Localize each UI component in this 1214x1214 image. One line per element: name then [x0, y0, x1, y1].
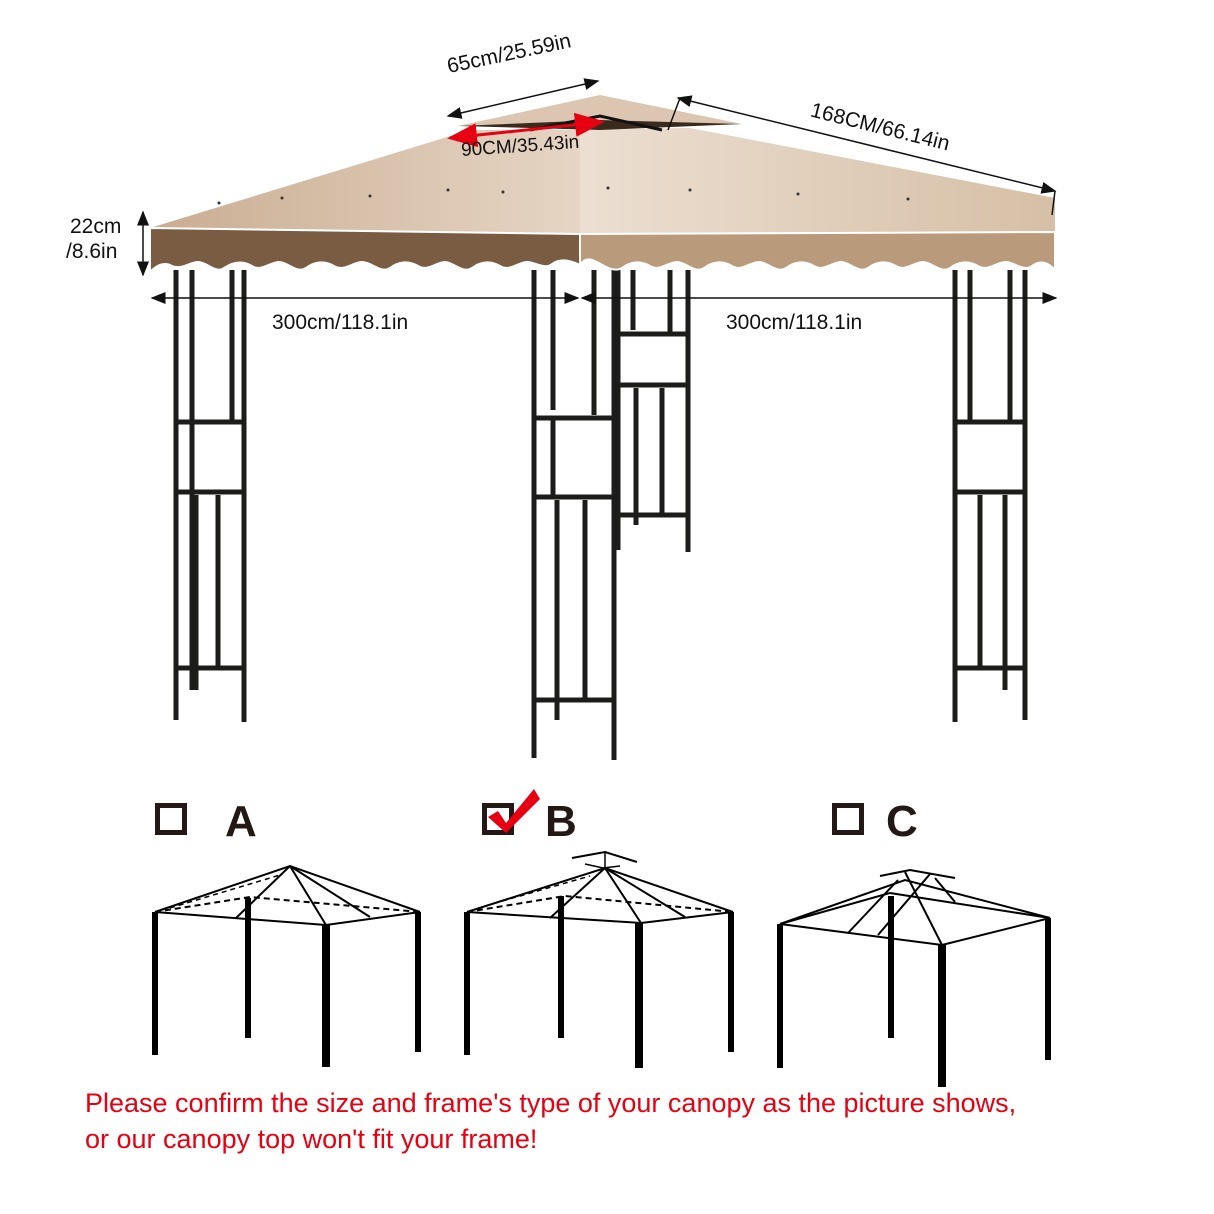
option-c-letter: C: [886, 797, 918, 846]
notice-line-1: Please confirm the size and frame's type…: [85, 1088, 1017, 1118]
option-a-checkbox[interactable]: [155, 803, 187, 835]
width-right-label: 300cm/118.1in: [726, 311, 863, 334]
frame-a-diagram: [152, 864, 421, 1067]
valance-height-label-2: /8.6in: [66, 240, 118, 263]
dimension-lines: [137, 78, 1058, 304]
frame-b-diagram: [464, 850, 734, 1068]
valance-height-label-1: 22cm: [70, 215, 122, 238]
notice-line-2: or our canopy top won't fit your frame!: [85, 1124, 538, 1154]
option-a-letter: A: [225, 797, 257, 846]
option-b-letter: B: [545, 797, 577, 846]
option-c-checkbox[interactable]: [832, 803, 864, 835]
gazebo-frame: [173, 270, 1028, 760]
width-left-label: 300cm/118.1in: [272, 311, 409, 334]
canopy-illustration: [137, 78, 1058, 760]
fit-warning-notice: Please confirm the size and frame's type…: [85, 1085, 1016, 1157]
canopy-top-tier: [458, 95, 742, 132]
frame-c-diagram: [777, 868, 1051, 1087]
check-mark-icon: [488, 789, 540, 833]
